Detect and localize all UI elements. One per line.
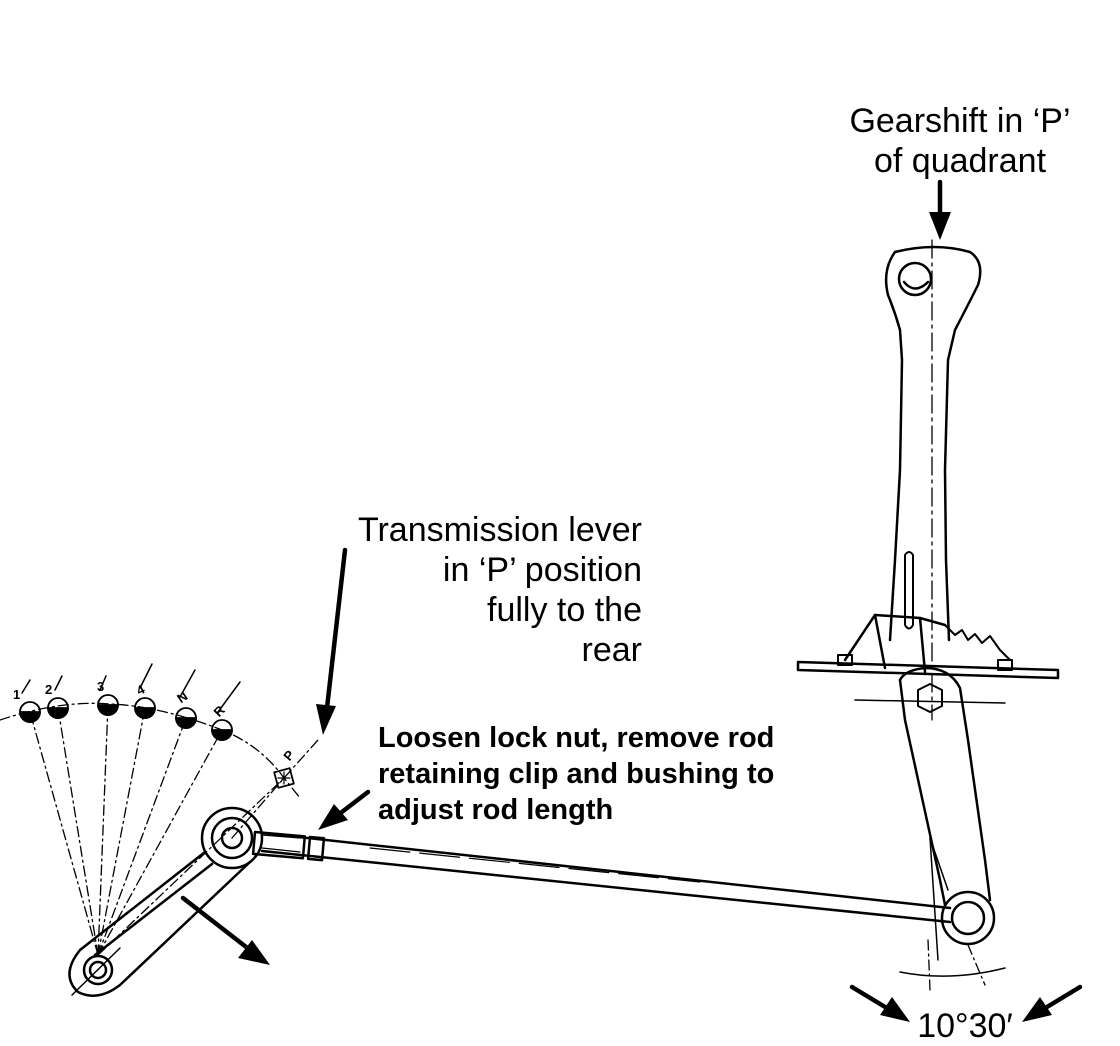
locknut-callout-arrow (318, 789, 371, 830)
position-markers (19, 694, 295, 789)
gearshift-label-line2: of quadrant (873, 142, 1047, 180)
transmission-lever-label: Transmission lever in ‘P’ position fully… (300, 510, 642, 670)
angle-label: 10°30′ (917, 1007, 1013, 1045)
position-label-1: 1 (13, 687, 20, 702)
position-marker-3 (97, 694, 119, 716)
angle-arrow-right (1022, 984, 1083, 1022)
position-label-p: P (280, 747, 297, 764)
lever-upper-eye (200, 806, 264, 870)
pivot-nut (917, 683, 943, 713)
loosen-label-line2: retaining clip and bushing to (378, 758, 775, 790)
position-marker-n (175, 707, 197, 729)
position-label-4: 4 (134, 681, 148, 698)
lever-lower-pivot (82, 954, 114, 986)
transmission-label-line3: fully to the (487, 591, 642, 629)
position-letters: 1 2 3 4 N R P (13, 679, 298, 764)
gearshift-quadrant-plate (796, 613, 1060, 680)
transmission-callout-arrow (316, 547, 348, 735)
position-marker-1 (19, 701, 41, 723)
loosen-lock-nut-label: Loosen lock nut, remove rod retaining cl… (378, 720, 848, 828)
transmission-label-line1: Transmission lever (357, 511, 642, 549)
gearshift-label-line1: Gearshift in ‘P’ (849, 102, 1071, 140)
position-label-r: R (211, 702, 229, 720)
gearshift-label: Gearshift in ‘P’ of quadrant (820, 101, 1100, 181)
position-fan (0, 663, 319, 956)
position-label-2: 2 (45, 682, 52, 697)
lever-movement-arrow (180, 895, 270, 965)
lock-nut (306, 835, 326, 862)
position-marker-p (273, 767, 295, 789)
angle-arrow-left (849, 984, 910, 1022)
gearshift-lower-arm (854, 666, 1006, 991)
rod-threaded-end (251, 830, 307, 860)
lower-pivot-bushing (940, 890, 996, 946)
position-marker-r (211, 719, 233, 741)
loosen-label-line1: Loosen lock nut, remove rod (378, 722, 775, 754)
loosen-label-line3: adjust rod length (378, 794, 614, 826)
position-marker-2 (47, 697, 69, 719)
transmission-label-line4: rear (581, 631, 642, 669)
adjusting-rod (251, 830, 952, 924)
transmission-label-line2: in ‘P’ position (442, 551, 642, 589)
position-marker-4 (134, 697, 156, 719)
position-label-n: N (174, 688, 190, 706)
gearshift-callout-arrow (929, 179, 951, 240)
gearshift-lever (884, 239, 982, 721)
position-label-3: 3 (97, 679, 104, 694)
gearshift-knob-bolt (897, 261, 933, 297)
